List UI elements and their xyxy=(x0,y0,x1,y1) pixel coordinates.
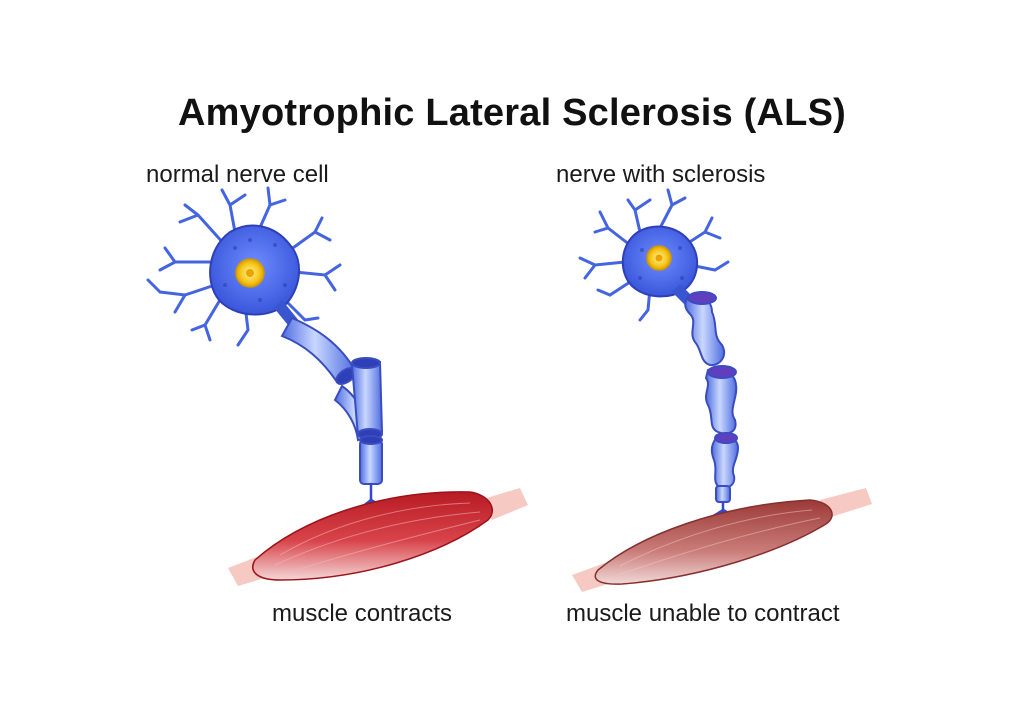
normal-nerve-label: normal nerve cell xyxy=(146,161,329,188)
normal-myelin-sheath xyxy=(280,316,384,485)
sclerosis-nerve-label: nerve with sclerosis xyxy=(556,161,766,188)
sclerosis-muscle xyxy=(572,488,872,592)
sclerosis-neuron xyxy=(578,188,753,559)
sclerosis-dendrites xyxy=(578,188,730,322)
normal-muscle xyxy=(228,488,528,586)
diagram-title: Amyotrophic Lateral Sclerosis (ALS) xyxy=(178,92,846,134)
muscle-unable-label: muscle unable to contract xyxy=(566,600,840,627)
sclerosis-muscle-tendon-right xyxy=(820,488,872,518)
normal-neuron xyxy=(146,186,403,552)
muscle-contracts-label: muscle contracts xyxy=(272,600,453,627)
sclerosis-damaged-myelin xyxy=(684,291,740,503)
normal-dendrites xyxy=(146,186,342,347)
